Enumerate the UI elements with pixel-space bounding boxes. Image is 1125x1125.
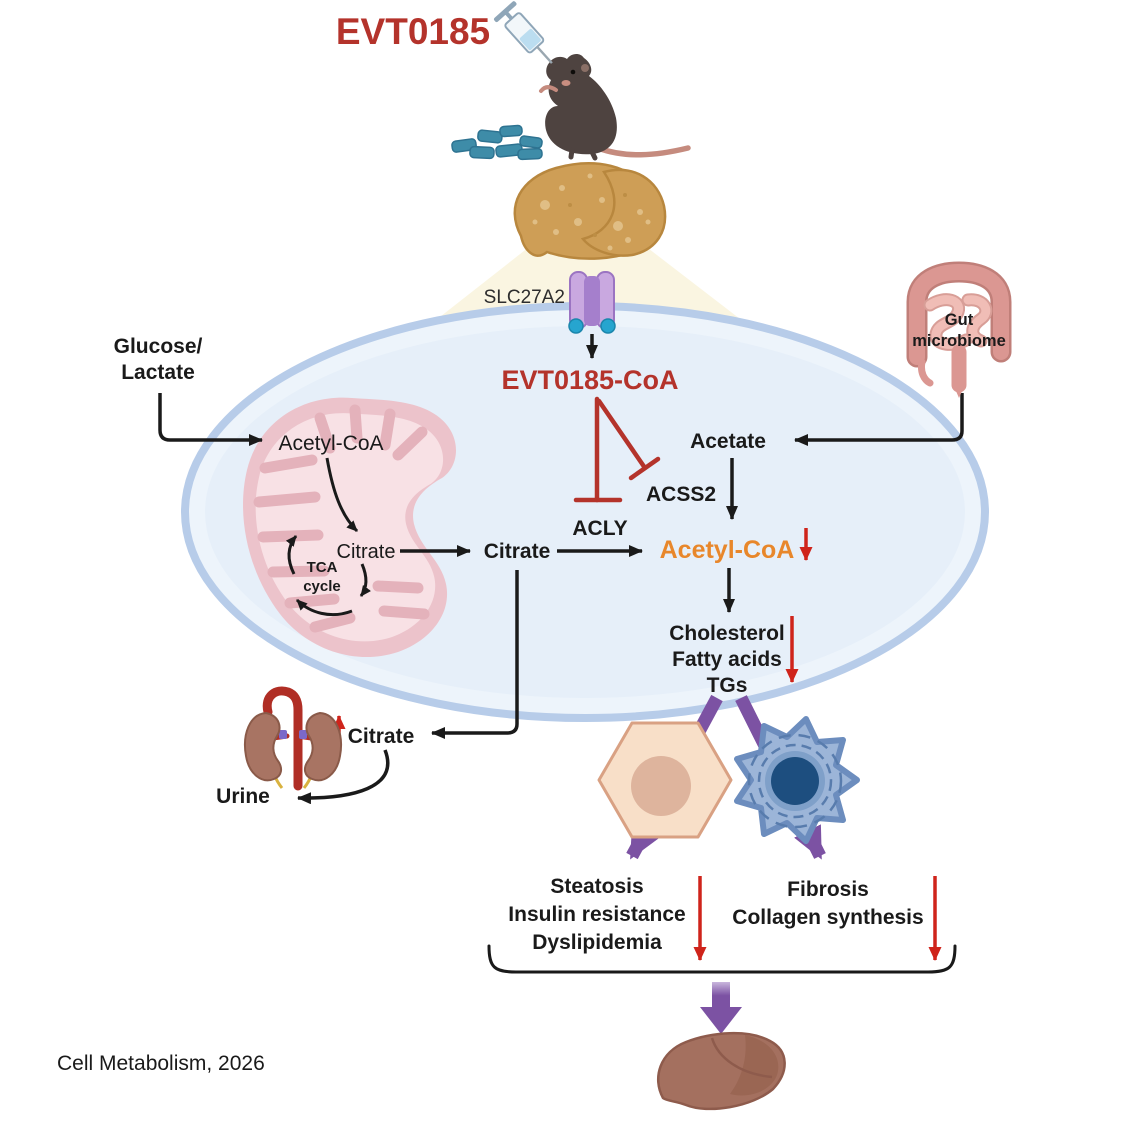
mito-acetyl-coa-label: Acetyl-CoA [278, 432, 383, 455]
kidney-icon [244, 686, 342, 791]
pills-icon [451, 124, 543, 161]
stellate-cell-icon [734, 716, 860, 844]
lipids-label-3: TGs [707, 674, 748, 697]
hepatocyte-outcome-1: Steatosis [550, 875, 643, 898]
arrow-tca-right [359, 563, 371, 597]
arrow-gut-to-acetate [794, 393, 964, 446]
lipids-label-1: Cholesterol [669, 622, 785, 645]
outcome-bracket [487, 944, 957, 974]
kidney-citrate-label: Citrate [348, 725, 415, 748]
cyto-citrate-label: Citrate [484, 540, 551, 563]
syringe-icon [493, 1, 553, 64]
drug-conjugate-label: EVT0185-CoA [501, 365, 678, 395]
glucose-lactate-label-2: Lactate [121, 361, 195, 384]
acss2-label: ACSS2 [646, 483, 716, 506]
tca-label-2: cycle [303, 578, 341, 595]
acly-label: ACLY [572, 517, 627, 540]
purple-arrow-to-liver [700, 982, 742, 1034]
gut-icon [906, 261, 1012, 398]
inhibition-lines [573, 396, 661, 503]
lipids-label-2: Fatty acids [672, 648, 782, 671]
gut-label-2: microbiome [912, 332, 1006, 350]
urine-label: Urine [216, 785, 270, 808]
hepatocyte-outcome-3: Dyslipidemia [532, 931, 662, 954]
mito-citrate-label: Citrate [337, 541, 396, 563]
hepatocyte-outcome-2: Insulin resistance [508, 903, 685, 926]
gut-label-1: Gut [945, 311, 974, 329]
mouse-icon [539, 53, 691, 161]
hepatocyte-icon [597, 721, 733, 839]
figure-title: EVT0185 [336, 11, 490, 52]
arrow-tca-left [285, 535, 298, 575]
arrow-citrate-to-kidney [431, 570, 519, 739]
arrow-glucose-to-acetylcoa [158, 393, 263, 446]
fatty-liver-icon [513, 162, 667, 260]
arrow-tca-bottom [295, 598, 353, 616]
transporter-icon [568, 271, 616, 334]
arrow-citrate-to-urine [297, 749, 390, 805]
acetate-label: Acetate [690, 430, 766, 453]
cyto-acetyl-coa-label: Acetyl-CoA [660, 536, 795, 564]
glucose-lactate-label-1: Glucose/ [114, 335, 203, 358]
healthy-liver-icon [657, 1032, 786, 1111]
tca-label-1: TCA [307, 559, 338, 576]
stellate-outcome-2: Collagen synthesis [732, 906, 923, 929]
stellate-outcome-1: Fibrosis [787, 878, 869, 901]
arrow-acetylcoa-to-citrate-mito [325, 457, 359, 533]
transporter-label: SLC27A2 [484, 287, 565, 308]
journal-credit: Cell Metabolism, 2026 [57, 1052, 265, 1075]
